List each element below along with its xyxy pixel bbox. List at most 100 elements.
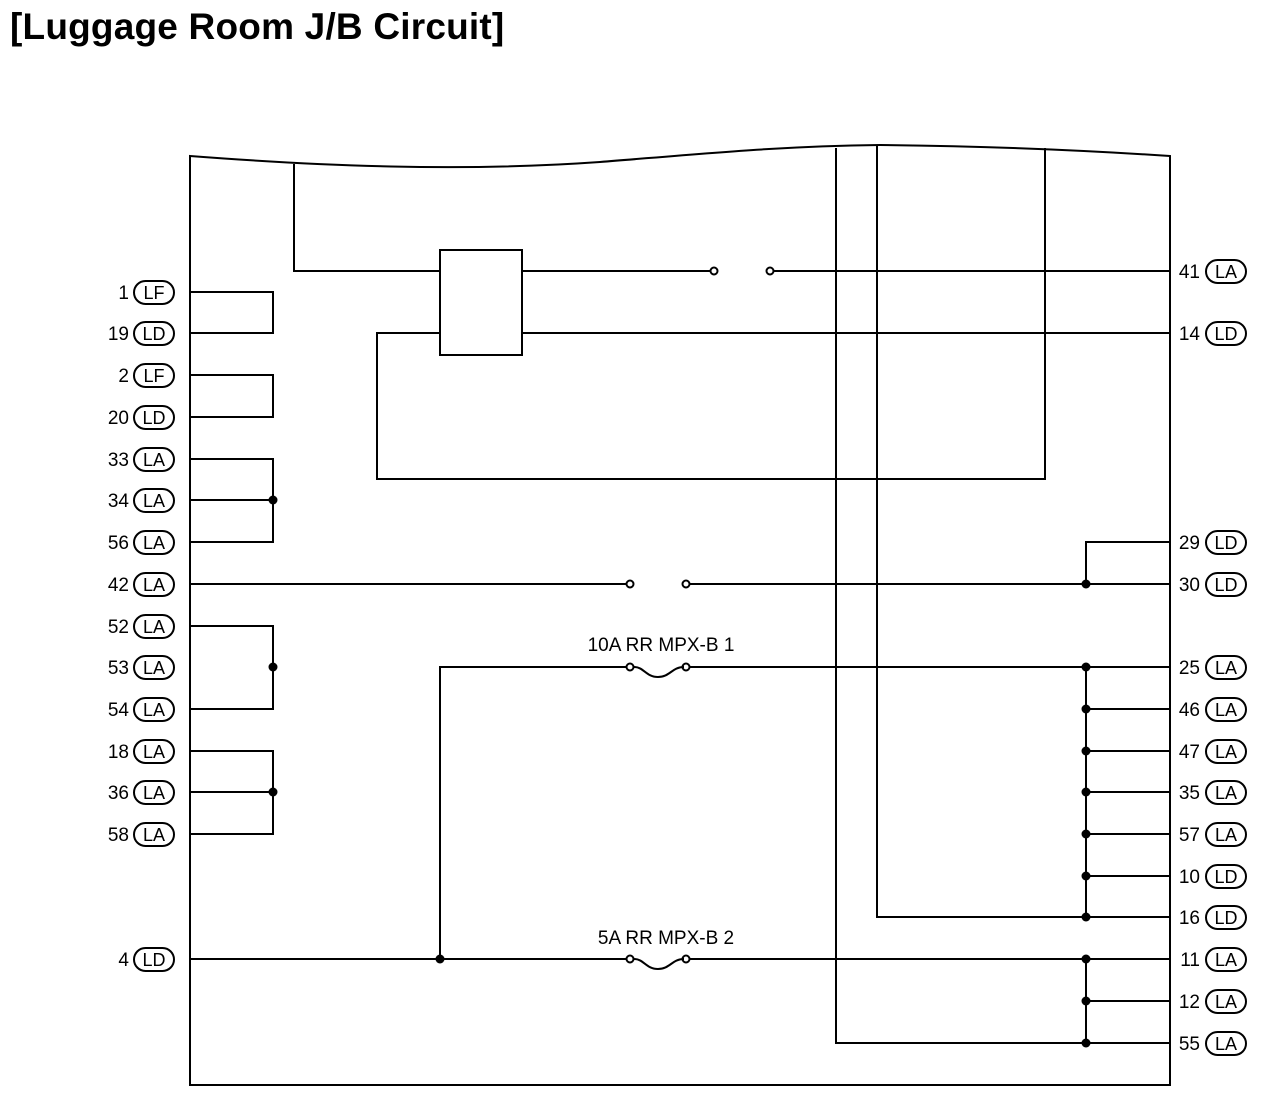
svg-text:LA: LA bbox=[1215, 742, 1237, 762]
left-pin: 42 LA bbox=[108, 572, 175, 597]
svg-text:LA: LA bbox=[1215, 783, 1237, 803]
bus-fuse-1 bbox=[1085, 959, 1170, 1043]
left-pin: 18 LA bbox=[108, 739, 175, 764]
svg-text:19: 19 bbox=[108, 324, 129, 345]
link-18-36-58 bbox=[190, 750, 274, 835]
svg-text:LA: LA bbox=[143, 742, 165, 762]
link-2-20 bbox=[190, 374, 274, 418]
right-pin: 57 LA bbox=[1179, 822, 1247, 847]
right-pin: 30 LD bbox=[1179, 572, 1247, 597]
right-pin: 55 LA bbox=[1179, 1031, 1247, 1056]
right-pin: 46 LA bbox=[1179, 697, 1247, 722]
svg-text:LA: LA bbox=[143, 533, 165, 553]
svg-text:LD: LD bbox=[1214, 324, 1237, 344]
svg-text:LA: LA bbox=[1215, 950, 1237, 970]
svg-text:LA: LA bbox=[143, 450, 165, 470]
vertical-wire-b bbox=[876, 146, 1170, 918]
svg-text:10: 10 bbox=[1179, 867, 1200, 888]
svg-text:11: 11 bbox=[1180, 950, 1200, 971]
left-pin: 56 LA bbox=[108, 530, 175, 555]
svg-text:55: 55 bbox=[1179, 1034, 1200, 1055]
right-pin: 29 LD bbox=[1179, 530, 1247, 555]
svg-text:29: 29 bbox=[1179, 533, 1200, 554]
svg-text:57: 57 bbox=[1179, 825, 1200, 846]
svg-text:LA: LA bbox=[143, 575, 165, 595]
left-pin: 1 LF bbox=[118, 280, 175, 305]
svg-text:56: 56 bbox=[108, 533, 129, 554]
svg-text:LD: LD bbox=[1214, 575, 1237, 595]
junction-dots bbox=[268, 495, 1091, 1048]
right-pin: 41 LA bbox=[1179, 259, 1247, 284]
right-pin: 25 LA bbox=[1179, 655, 1247, 680]
left-pin: 19 LD bbox=[108, 321, 175, 346]
svg-text:LD: LD bbox=[1214, 908, 1237, 928]
svg-text:LF: LF bbox=[143, 283, 164, 303]
svg-text:LD: LD bbox=[1214, 867, 1237, 887]
right-pin: 16 LD bbox=[1179, 905, 1247, 930]
left-pin: 33 LA bbox=[108, 447, 175, 472]
link-33-34-56 bbox=[190, 458, 274, 543]
svg-text:LA: LA bbox=[1215, 700, 1237, 720]
svg-text:LA: LA bbox=[143, 825, 165, 845]
svg-text:54: 54 bbox=[108, 700, 130, 721]
right-pin: 10 LD bbox=[1179, 864, 1247, 889]
svg-text:18: 18 bbox=[108, 742, 129, 763]
right-pin: 47 LA bbox=[1179, 739, 1247, 764]
svg-text:LD: LD bbox=[142, 324, 165, 344]
svg-text:LA: LA bbox=[1215, 1034, 1237, 1054]
svg-text:20: 20 bbox=[108, 408, 129, 429]
svg-text:42: 42 bbox=[108, 575, 129, 596]
svg-text:33: 33 bbox=[108, 450, 129, 471]
relay-loop-wire bbox=[376, 148, 1046, 480]
relay-box bbox=[439, 249, 523, 356]
left-pin: 52 LA bbox=[108, 614, 175, 639]
svg-text:LA: LA bbox=[143, 491, 165, 511]
pin-29-wire bbox=[1085, 541, 1170, 584]
svg-text:58: 58 bbox=[108, 825, 129, 846]
svg-text:30: 30 bbox=[1179, 575, 1200, 596]
svg-text:LA: LA bbox=[143, 617, 165, 637]
svg-text:LF: LF bbox=[143, 366, 164, 386]
svg-text:46: 46 bbox=[1179, 700, 1200, 721]
fuse-1-symbol bbox=[633, 958, 685, 971]
svg-text:LA: LA bbox=[143, 658, 165, 678]
link-52-53-54 bbox=[190, 625, 274, 710]
svg-text:53: 53 bbox=[108, 658, 129, 679]
svg-text:47: 47 bbox=[1179, 742, 1200, 763]
svg-text:52: 52 bbox=[108, 617, 129, 638]
fuse-1-label: 5A RR MPX-B 2 bbox=[598, 928, 734, 949]
left-pin: 58 LA bbox=[108, 822, 175, 847]
svg-text:16: 16 bbox=[1179, 908, 1200, 929]
left-pin: 36 LA bbox=[108, 780, 175, 805]
svg-text:LA: LA bbox=[1215, 262, 1237, 282]
svg-text:1: 1 bbox=[118, 283, 129, 304]
svg-text:LA: LA bbox=[143, 783, 165, 803]
svg-text:LD: LD bbox=[1214, 533, 1237, 553]
svg-text:36: 36 bbox=[108, 783, 129, 804]
fuse-2-feed bbox=[439, 666, 626, 959]
right-pin: 35 LA bbox=[1179, 780, 1247, 805]
vertical-wire-a bbox=[835, 148, 1170, 1044]
svg-text:25: 25 bbox=[1179, 658, 1200, 679]
diagram-title: [Luggage Room J/B Circuit] bbox=[10, 6, 505, 47]
svg-text:LA: LA bbox=[1215, 658, 1237, 678]
link-1-19 bbox=[190, 291, 274, 334]
relay-feed-wire bbox=[293, 164, 440, 272]
right-pin: 11 LA bbox=[1180, 947, 1247, 972]
svg-text:LA: LA bbox=[1215, 825, 1237, 845]
bus-fuse-2 bbox=[1085, 667, 1170, 917]
svg-text:35: 35 bbox=[1179, 783, 1200, 804]
svg-text:34: 34 bbox=[108, 491, 130, 512]
left-pin: 34 LA bbox=[108, 488, 175, 513]
svg-text:41: 41 bbox=[1179, 262, 1200, 283]
svg-text:4: 4 bbox=[118, 950, 129, 971]
fuse-2-label: 10A RR MPX-B 1 bbox=[588, 635, 735, 656]
fuse-2-symbol bbox=[633, 666, 685, 679]
